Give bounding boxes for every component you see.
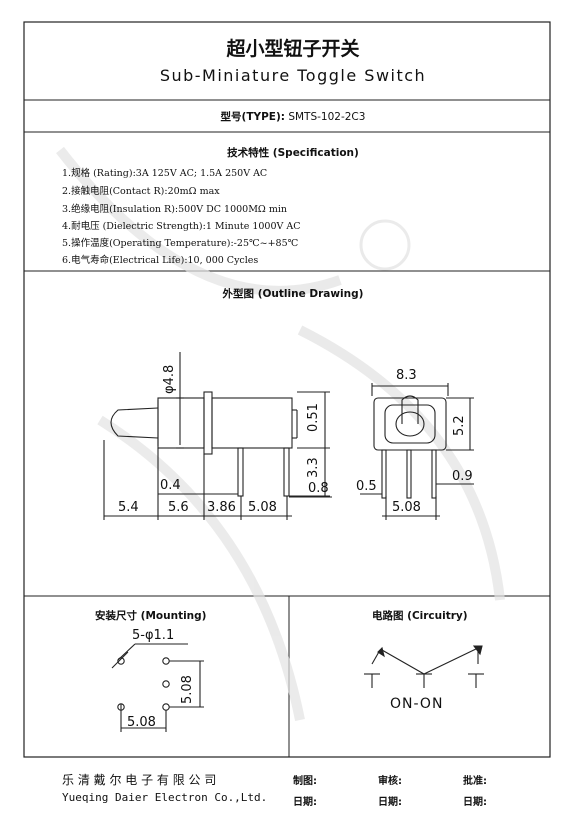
mounting-hole-label: 5-φ1.1 — [132, 628, 175, 643]
spec-item-3: 3.绝缘电阻(Insulation R):500V DC 1000MΩ min — [62, 204, 287, 215]
dim-5-6: 5.6 — [168, 500, 189, 515]
title-chinese: 超小型钮子开关 — [226, 38, 360, 60]
spec-item-4: 4.耐电压 (Dielectric Strength):1 Minute 100… — [62, 221, 301, 232]
spec-item-6: 6.电气寿命(Electrical Life):10, 000 Cycles — [62, 255, 259, 266]
drawn-label: 制图: — [293, 776, 317, 787]
spec-item-2: 2.接触电阻(Contact R):20mΩ max — [62, 186, 220, 197]
circuitry-label: ON-ON — [390, 696, 444, 712]
dim-0-8: 0.8 — [308, 481, 329, 496]
model-label: 型号(TYPE): — [220, 111, 285, 123]
circuitry-heading: 电路图 (Circuitry) — [372, 610, 468, 622]
checked-label: 审核: — [378, 776, 402, 787]
date-label-2: 日期: — [378, 797, 402, 808]
dim-8-3: 8.3 — [396, 368, 417, 383]
date-label-1: 日期: — [293, 797, 317, 808]
spec-item-5: 5.操作温度(Operating Temperature):-25℃~+85℃ — [62, 238, 299, 249]
dim-0-9: 0.9 — [452, 469, 473, 484]
company-english: Yueqing Daier Electron Co.,Ltd. — [62, 791, 268, 804]
dim-3-86: 3.86 — [207, 500, 236, 515]
dim-0-4: 0.4 — [160, 478, 181, 493]
watermark-logo — [56, 146, 505, 721]
spec-item-1: 1.规格 (Rating):3A 125V AC; 1.5A 250V AC — [62, 168, 268, 179]
date-label-3: 日期: — [463, 797, 487, 808]
approved-label: 批准: — [463, 776, 487, 787]
model-value: SMTS-102-2C3 — [288, 111, 366, 123]
dim-5-08-front: 5.08 — [392, 500, 421, 515]
model-line: 型号(TYPE): SMTS-102-2C3 — [0, 109, 586, 124]
mounting-heading: 安装尺寸 (Mounting) — [95, 610, 207, 622]
dim-5-08-side: 5.08 — [248, 500, 277, 515]
company-chinese: 乐 清 戴 尔 电 子 有 限 公 司 — [62, 773, 217, 787]
dim-5-4: 5.4 — [118, 500, 139, 515]
outline-heading: 外型图 (Outline Drawing) — [222, 288, 364, 300]
title-english: Sub-Miniature Toggle Switch — [159, 66, 427, 85]
mounting-dim-horizontal: 5.08 — [127, 715, 156, 730]
dim-0-5: 0.5 — [356, 479, 377, 494]
spec-heading: 技术特性 (Specification) — [227, 147, 359, 159]
